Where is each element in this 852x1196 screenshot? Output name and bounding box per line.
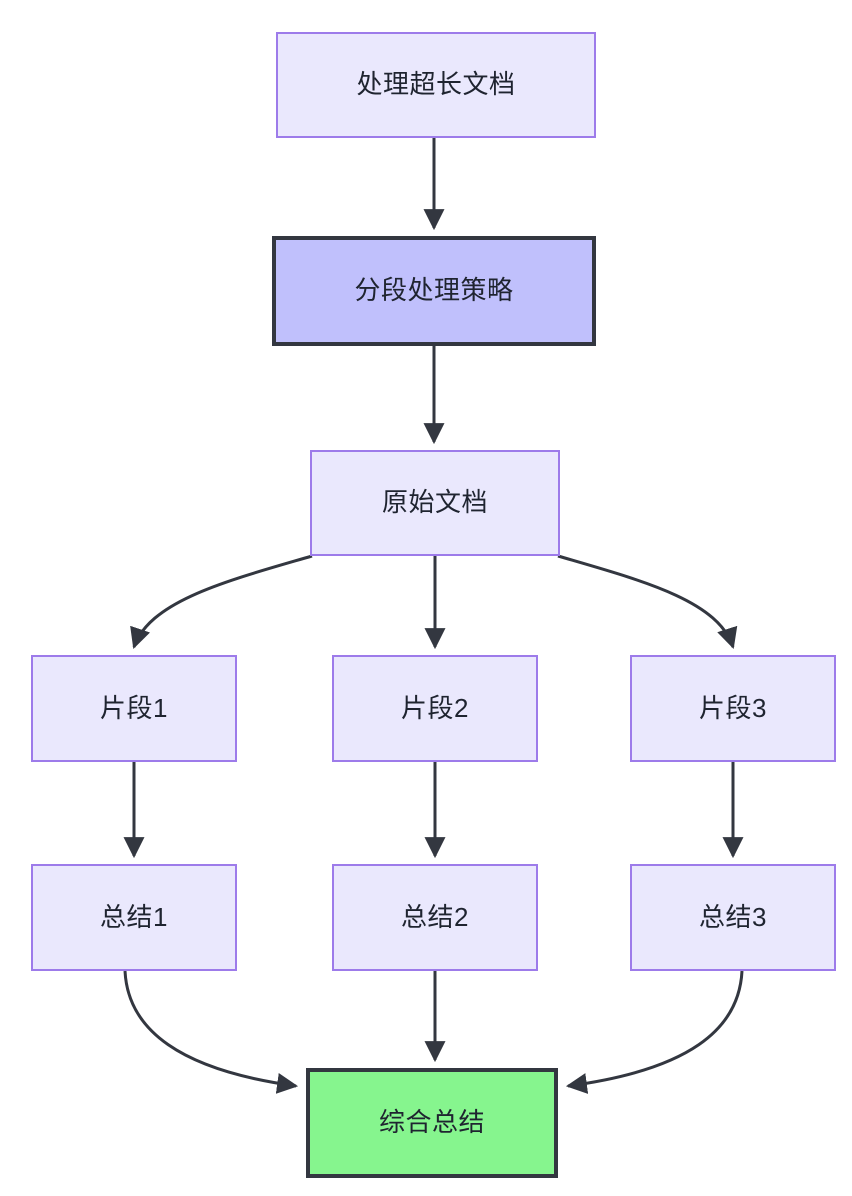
node-final-summary-label: 综合总结 (378, 1107, 485, 1138)
node-chunk-1[interactable]: 片段1 (31, 655, 237, 762)
node-source-document[interactable]: 原始文档 (310, 450, 560, 556)
node-summary-1[interactable]: 总结1 (31, 864, 237, 971)
node-chunk-2-label: 片段2 (401, 692, 469, 723)
node-chunk-2[interactable]: 片段2 (332, 655, 538, 762)
node-chunk-1-label: 片段1 (100, 692, 168, 723)
edge-source-to-chunk1 (130, 554, 313, 649)
node-summary-3[interactable]: 总结3 (630, 864, 836, 971)
edge-summary3-to-final (565, 970, 744, 1094)
node-strategy-label: 分段处理策略 (354, 275, 514, 306)
node-final-summary[interactable]: 综合总结 (306, 1068, 558, 1178)
node-summary-1-label: 总结1 (100, 901, 168, 932)
node-chunk-3[interactable]: 片段3 (630, 655, 836, 762)
node-summary-2-label: 总结2 (401, 901, 469, 932)
node-summary-2[interactable]: 总结2 (332, 864, 538, 971)
node-source-document-label: 原始文档 (381, 487, 488, 518)
edge-summary1-to-final (123, 970, 299, 1094)
node-process[interactable]: 处理超长文档 (276, 32, 596, 138)
node-chunk-3-label: 片段3 (699, 692, 767, 723)
node-summary-3-label: 总结3 (699, 901, 767, 932)
node-strategy[interactable]: 分段处理策略 (272, 236, 596, 346)
edge-source-to-chunk3 (557, 554, 738, 649)
node-process-label: 处理超长文档 (356, 69, 516, 100)
